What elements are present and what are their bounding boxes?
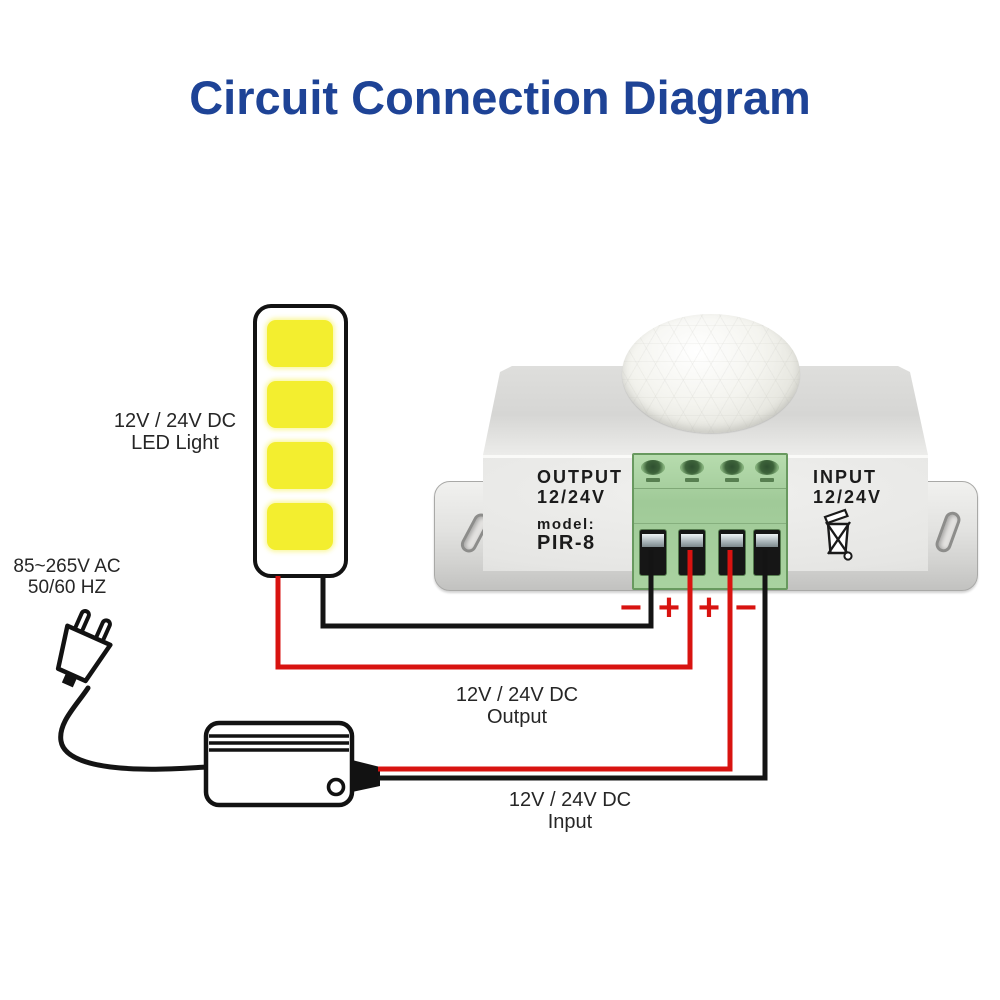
terminal-wire-slot	[719, 530, 745, 575]
pir-dome-lens-icon	[622, 314, 800, 433]
dc-output-label: 12V / 24V DC Output	[455, 684, 579, 728]
terminal-block-seam	[634, 488, 786, 489]
terminal-test-slot	[725, 478, 739, 482]
led-chip	[267, 503, 333, 550]
module-input-label: INPUT 12/24V	[813, 467, 883, 507]
terminal-screw-hole	[755, 460, 779, 475]
terminal-test-slot	[760, 478, 774, 482]
terminal-wire-slot	[679, 530, 705, 575]
polarity-mark-negative: −	[619, 587, 643, 629]
power-cable	[58, 685, 210, 772]
page-title: Circuit Connection Diagram	[189, 71, 811, 124]
terminal-wire-slot	[640, 530, 666, 575]
led-light-panel	[253, 304, 348, 578]
terminal-screw-hole	[641, 460, 665, 475]
polarity-mark-positive: +	[697, 587, 721, 629]
terminal-wire-slot	[754, 530, 780, 575]
led-light-label: 12V / 24V DC LED Light	[113, 410, 237, 454]
polarity-mark-positive: +	[657, 587, 681, 629]
adapter-output-connector	[352, 760, 380, 792]
adapter-indicator-dot	[326, 777, 346, 797]
polarity-mark-negative: −	[734, 587, 758, 629]
led-chip	[267, 320, 333, 367]
led-chip	[267, 381, 333, 428]
terminal-test-slot	[685, 478, 699, 482]
terminal-block-seam	[634, 523, 786, 524]
terminal-clamp	[681, 534, 703, 547]
ac-plug-icon	[55, 609, 113, 688]
mains-voltage-label: 85~265V AC 50/60 HZ	[13, 556, 121, 598]
module-model-label: model: PIR-8	[537, 516, 596, 554]
terminal-clamp	[721, 534, 743, 547]
terminal-screw-hole	[680, 460, 704, 475]
weee-crossed-out-bin-icon	[823, 508, 853, 561]
terminal-block	[632, 453, 788, 590]
dome-facet-pattern	[622, 314, 800, 433]
terminal-clamp	[642, 534, 664, 547]
led-chip	[267, 442, 333, 489]
terminal-screw-hole	[720, 460, 744, 475]
terminal-test-slot	[646, 478, 660, 482]
power-adapter	[203, 720, 380, 808]
dc-input-label: 12V / 24V DC Input	[508, 789, 632, 833]
module-output-label: OUTPUT 12/24V	[537, 467, 623, 507]
terminal-clamp	[756, 534, 778, 547]
